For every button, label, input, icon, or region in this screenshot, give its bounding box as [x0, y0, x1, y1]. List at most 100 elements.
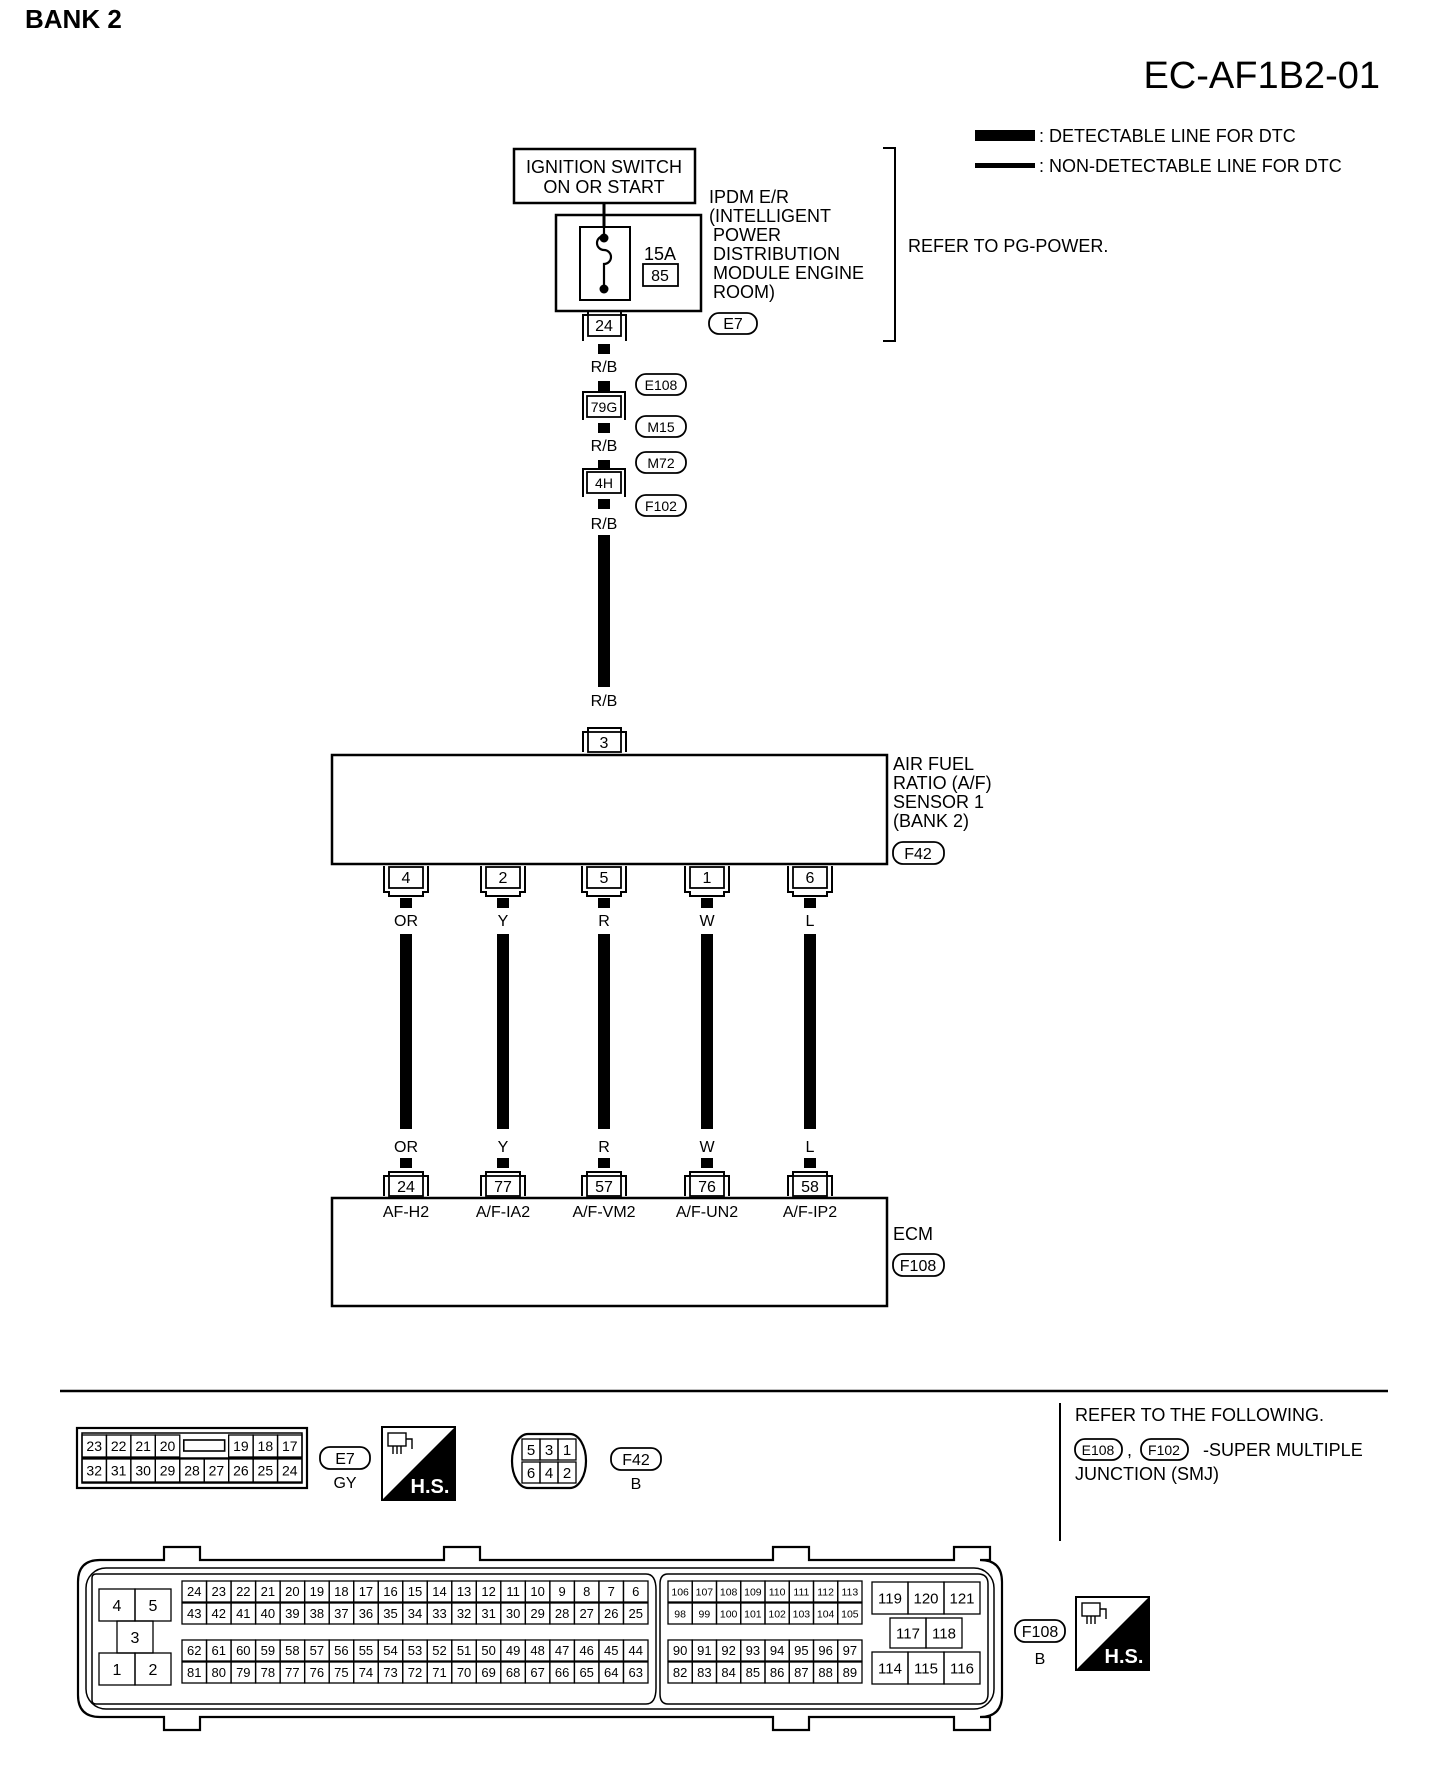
af-sensor-box: [330, 753, 889, 866]
wire-color-label: R: [598, 1139, 610, 1156]
wire-color-label: R/B: [591, 438, 618, 455]
ipdm-label-line: IPDM E/R: [709, 187, 789, 207]
ecm-terminal-number: 77: [494, 1179, 512, 1196]
f102-ref-badge-label: F102: [1148, 1442, 1180, 1458]
sensor-terminal-number: 4: [402, 870, 411, 887]
wire-segment: [598, 535, 610, 687]
e7-view-badge-label: E7: [335, 1451, 355, 1468]
ipdm-terminal-frame: [582, 310, 627, 341]
terminal-number: 89: [843, 1665, 857, 1680]
terminal-number: 83: [697, 1665, 711, 1680]
terminal-number: 15: [408, 1584, 422, 1599]
terminal-number: 34: [408, 1606, 422, 1621]
terminal-number: 29: [530, 1606, 544, 1621]
terminal-number: 35: [383, 1606, 397, 1621]
terminal-number: 58: [285, 1643, 299, 1658]
terminal-number: 80: [212, 1665, 226, 1680]
terminal-number: 31: [111, 1463, 127, 1479]
terminal-number: 99: [699, 1608, 711, 1620]
connector-cavity: [276, 1434, 303, 1458]
terminal-number: 36: [359, 1606, 373, 1621]
terminal-number: 108: [720, 1586, 738, 1598]
terminal-number: 85: [746, 1665, 760, 1680]
terminal-number: 37: [334, 1606, 348, 1621]
legend-thick-swatch: [975, 130, 1035, 141]
terminal-number: 115: [914, 1660, 938, 1677]
ignition-switch-line2: ON OR START: [543, 177, 664, 197]
wire-color-label: W: [699, 1139, 715, 1156]
ecm-terminal-number: 57: [595, 1179, 613, 1196]
sensor-terminal-box: [689, 866, 725, 889]
terminal-number: 28: [184, 1463, 200, 1479]
terminal-number: 74: [359, 1665, 373, 1680]
connector-cavity: [837, 1580, 863, 1603]
terminal-number: 92: [721, 1643, 735, 1658]
terminal-number: 44: [629, 1643, 643, 1658]
terminal-number: 24: [187, 1584, 201, 1599]
terminal-number: 69: [481, 1665, 495, 1680]
connector-cavity: [837, 1661, 863, 1684]
connector-cavity: [557, 1438, 577, 1461]
terminal-number: 4: [545, 1465, 553, 1482]
ecm-box: [330, 1196, 889, 1308]
terminal-number: 111: [793, 1586, 809, 1598]
wire-segment: [598, 499, 610, 509]
terminal-number: 11: [506, 1584, 520, 1599]
ecm-terminal-number: 76: [698, 1179, 716, 1196]
terminal-number: 38: [310, 1606, 324, 1621]
terminal-number: 56: [334, 1643, 348, 1658]
terminal-number: 21: [135, 1438, 151, 1454]
terminal-number: 97: [843, 1643, 857, 1658]
wire-stub: [701, 898, 713, 908]
terminal-number: 21: [261, 1584, 275, 1599]
wire-stub: [701, 1158, 713, 1168]
legend-non-detectable-label: : NON-DETECTABLE LINE FOR DTC: [1039, 156, 1342, 176]
legend-thin-swatch: [975, 163, 1035, 168]
wire-stub: [598, 1158, 610, 1168]
harness-side-icon: H.S.: [1075, 1596, 1150, 1671]
terminal-number: 12: [481, 1584, 495, 1599]
terminal-number: 79: [236, 1665, 250, 1680]
terminal-number: 106: [671, 1586, 689, 1598]
m72-badge: [635, 451, 687, 474]
terminal-number: 18: [334, 1584, 348, 1599]
terminal-number: 14: [432, 1584, 446, 1599]
wire-segment: [804, 934, 816, 1129]
connector-cavity: [134, 1652, 172, 1686]
ecm-terminal-number: 24: [397, 1179, 415, 1196]
wire-color-label: L: [806, 1139, 815, 1156]
connector-cavity: [943, 1581, 981, 1615]
terminal-number: 87: [794, 1665, 808, 1680]
terminal-number: 22: [236, 1584, 250, 1599]
terminal-number: 16: [383, 1584, 397, 1599]
terminal-number: 50: [481, 1643, 495, 1658]
terminal-number: 23: [212, 1584, 226, 1599]
harness-side-icon: H.S.: [381, 1426, 456, 1501]
f102-badge-label: F102: [645, 498, 677, 514]
terminal-number: 68: [506, 1665, 520, 1680]
terminal-number: 31: [481, 1606, 495, 1621]
terminal-number: 10: [530, 1584, 544, 1599]
hs-label: H.S.: [1105, 1646, 1144, 1668]
terminal-number: 20: [160, 1438, 176, 1454]
wire-stub: [598, 898, 610, 908]
wire-stub: [400, 898, 412, 908]
terminal-number: 7: [608, 1584, 615, 1599]
terminal-number: 107: [696, 1586, 714, 1598]
terminal-number: 2: [563, 1465, 571, 1482]
terminal-number: 46: [579, 1643, 593, 1658]
joint-79g-terminal: 79G: [591, 399, 617, 415]
ecm-terminal-box: [792, 1175, 828, 1197]
connector-cavity: [622, 1602, 649, 1625]
wire-color-label: W: [699, 913, 715, 930]
terminal-number: 65: [579, 1665, 593, 1680]
ecm-signal-label: A/F-IP2: [783, 1204, 837, 1221]
terminal-number: 8: [583, 1584, 590, 1599]
terminal-number: 30: [506, 1606, 520, 1621]
legend: : DETECTABLE LINE FOR DTC : NON-DETECTAB…: [975, 126, 1342, 176]
terminal-number: 105: [841, 1608, 859, 1620]
sensor-label-line: RATIO (A/F): [893, 773, 992, 793]
sensor-label-line: (BANK 2): [893, 811, 969, 831]
f108-right-section: [659, 1573, 989, 1705]
